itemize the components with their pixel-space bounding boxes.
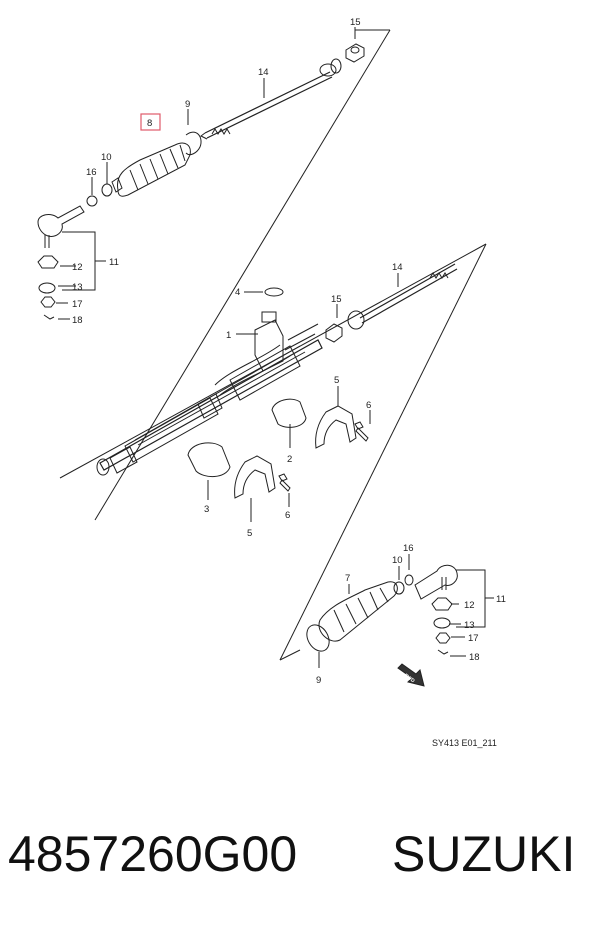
bolt-6-left	[278, 473, 291, 492]
cotter-pin-18-upper	[43, 314, 55, 320]
callout-3: 3	[204, 504, 209, 515]
callout-16-upper: 16	[86, 167, 97, 178]
clamp-9-lower	[306, 624, 330, 652]
bolt-6-right	[354, 421, 369, 442]
lock-nut-15-mid	[325, 323, 343, 343]
callout-12-lower: 12	[464, 600, 475, 611]
boot-12-upper	[37, 255, 59, 269]
callout-13-lower: 13	[464, 620, 475, 631]
tie-rod-end-lower	[414, 564, 458, 600]
boot-12-lower	[431, 597, 453, 611]
exploded-view-svg: FWD 15 14 9 8 10 16 11 12 13 17 18 4 1 1…	[37, 17, 506, 748]
callout-14-mid: 14	[392, 262, 403, 273]
clip-10-lower	[393, 581, 405, 595]
callout-9-lower: 9	[316, 675, 321, 686]
callout-6-left: 6	[285, 510, 290, 521]
washer-13-lower	[433, 617, 451, 629]
nut-16-lower	[404, 574, 414, 586]
callout-2: 2	[287, 454, 292, 465]
nut-16-upper	[86, 195, 98, 207]
callout-11-upper: 11	[109, 257, 119, 268]
callout-1: 1	[226, 330, 231, 341]
bushing-2	[271, 398, 307, 428]
washer-13-upper	[38, 282, 56, 294]
clamp-9-upper	[185, 131, 202, 156]
callout-5-right: 5	[334, 375, 339, 386]
callout-14-upper: 14	[258, 67, 269, 78]
brand-name: SUZUKI	[392, 826, 576, 882]
callout-4: 4	[235, 287, 240, 298]
callout-17-upper: 17	[72, 299, 83, 310]
callout-10-lower: 10	[392, 555, 403, 566]
nut-4	[264, 287, 284, 297]
bushing-3	[187, 442, 231, 477]
fwd-label: FWD	[403, 673, 416, 685]
callout-13-upper: 13	[72, 282, 83, 293]
callout-12-upper: 12	[72, 262, 83, 273]
inner-tie-rod-mid	[347, 263, 458, 330]
lock-nut-15-upper	[345, 43, 365, 63]
callout-16-lower: 16	[403, 543, 414, 554]
bracket-5-left	[234, 455, 276, 499]
callout-5-left: 5	[247, 528, 252, 539]
inner-tie-rod-upper	[200, 58, 342, 140]
callout-18-upper: 18	[72, 315, 83, 326]
frame-line-upper	[94, 29, 391, 521]
parts-diagram: FWD 15 14 9 8 10 16 11 12 13 17 18 4 1 1…	[37, 17, 506, 748]
diagram-code: SY413 E01_211	[432, 738, 497, 748]
callout-7: 7	[345, 573, 350, 584]
boot-8-upper	[111, 142, 191, 197]
callout-11-lower: 11	[496, 594, 506, 605]
part-number: 4857260G00	[8, 826, 298, 882]
bracket-5-right	[315, 405, 357, 449]
callout-15-mid: 15	[331, 294, 342, 305]
footer	[0, 775, 600, 932]
callout-18-lower: 18	[469, 652, 480, 663]
callout-10-upper: 10	[101, 152, 112, 163]
clip-10-upper	[101, 183, 113, 197]
highlight-box	[140, 113, 161, 131]
tie-rod-end-upper	[37, 205, 85, 248]
callout-15-upper: 15	[350, 17, 361, 28]
boot-7-lower	[318, 581, 398, 642]
frame-line-lower	[279, 243, 487, 661]
rack-housing	[96, 311, 323, 476]
nut-17-lower	[435, 632, 451, 644]
callout-8: 8	[147, 118, 152, 129]
callout-6-right: 6	[366, 400, 371, 411]
callout-17-lower: 17	[468, 633, 479, 644]
nut-17-upper	[40, 296, 56, 308]
callout-9-upper: 9	[185, 99, 190, 110]
cotter-pin-18-lower	[437, 649, 449, 655]
fwd-arrow-icon: FWD	[397, 663, 425, 687]
